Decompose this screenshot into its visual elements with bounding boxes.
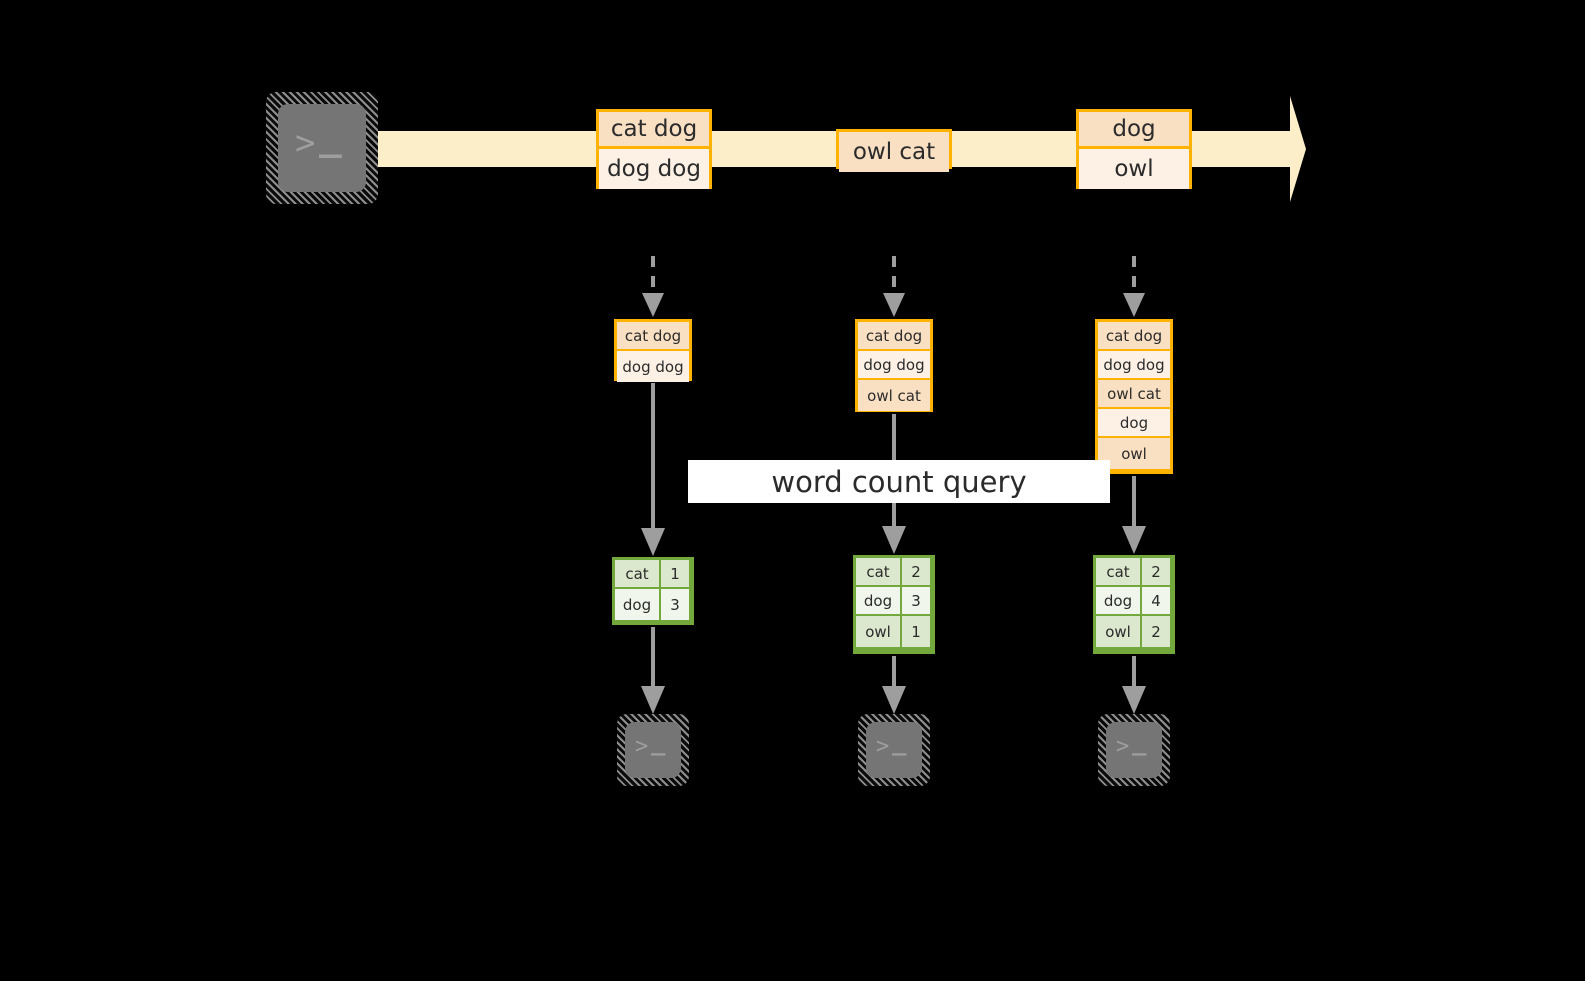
terminal-prompt-cursor-icon: _ — [651, 728, 666, 756]
result-count-cell: 3 — [661, 589, 689, 620]
snapshot-input-3-line: cat dog — [1098, 322, 1170, 351]
terminal-prompt-chevron-icon: > — [1116, 734, 1130, 759]
terminal-icon-sink-2: >_ — [858, 714, 930, 786]
terminal-screen — [278, 104, 366, 192]
query-arrow-1-shaft — [651, 383, 655, 530]
query-arrow-3-head — [1122, 526, 1146, 554]
snapshot-input-2-line: dog dog — [858, 351, 930, 380]
result-to-sink-arrow-1-head — [641, 686, 665, 714]
snapshot-input-3-line: dog dog — [1098, 351, 1170, 380]
terminal-prompt-chevron-icon: > — [876, 734, 890, 759]
snapshot-input-3-line: owl cat — [1098, 380, 1170, 409]
result-to-sink-arrow-3-shaft — [1132, 656, 1136, 688]
stream-to-snapshot-arrow-2-head — [883, 293, 905, 317]
snapshot-input-3-line: owl — [1098, 438, 1170, 469]
result-count-cell: 1 — [902, 616, 930, 647]
terminal-prompt-cursor-icon: _ — [892, 728, 907, 756]
stream-event-3-line: dog — [1079, 112, 1189, 149]
stream-timeline-arrowhead — [1290, 96, 1306, 202]
result-to-sink-arrow-2-shaft — [892, 656, 896, 688]
stream-to-snapshot-arrow-1-head — [642, 293, 664, 317]
snapshot-input-1-line: cat dog — [617, 322, 689, 351]
terminal-prompt-chevron-icon: > — [635, 734, 649, 759]
query-arrow-3-shaft — [1132, 476, 1136, 528]
stream-to-snapshot-arrow-3-head — [1123, 293, 1145, 317]
stream-event-1-line: cat dog — [599, 112, 709, 149]
terminal-screen — [1106, 722, 1162, 778]
query-label-band: word count query — [688, 460, 1110, 503]
result-word-cell: dog — [1096, 587, 1142, 614]
result-word-cell: cat — [1096, 558, 1142, 585]
result-word-cell: dog — [615, 589, 661, 620]
stream-event-1-line: dog dog — [599, 149, 709, 189]
terminal-icon-source: >_ — [266, 92, 378, 204]
terminal-prompt-chevron-icon: > — [295, 123, 316, 163]
result-word-cell: owl — [1096, 616, 1142, 647]
stream-event-3-line: owl — [1079, 149, 1189, 189]
snapshot-input-2-line: cat dog — [858, 322, 930, 351]
result-count-cell: 2 — [1142, 616, 1170, 647]
snapshot-input-2-line: owl cat — [858, 380, 930, 411]
stream-to-snapshot-arrow-2-shaft — [892, 256, 896, 295]
query-arrow-2-head — [882, 526, 906, 554]
query-arrow-1-head — [641, 528, 665, 556]
result-word-cell: cat — [856, 558, 902, 585]
terminal-screen — [866, 722, 922, 778]
result-count-cell: 1 — [661, 560, 689, 587]
terminal-icon-sink-1: >_ — [617, 714, 689, 786]
stream-event-2[interactable]: owl cat — [836, 129, 952, 172]
terminal-prompt-cursor-icon: _ — [1132, 728, 1147, 756]
result-word-cell: cat — [615, 560, 661, 587]
result-count-cell: 2 — [902, 558, 930, 585]
result-word-cell: dog — [856, 587, 902, 614]
result-count-cell: 4 — [1142, 587, 1170, 614]
stream-to-snapshot-arrow-3-shaft — [1132, 256, 1136, 295]
result-to-sink-arrow-1-shaft — [651, 627, 655, 688]
snapshot-input-1-line: dog dog — [617, 351, 689, 382]
result-word-cell: owl — [856, 616, 902, 647]
terminal-icon-sink-3: >_ — [1098, 714, 1170, 786]
result-to-sink-arrow-3-head — [1122, 686, 1146, 714]
terminal-prompt-cursor-icon: _ — [319, 114, 342, 158]
result-to-sink-arrow-2-head — [882, 686, 906, 714]
snapshot-input-3-line: dog — [1098, 409, 1170, 438]
result-count-cell: 3 — [902, 587, 930, 614]
stream-event-2-line: owl cat — [839, 132, 949, 172]
stream-to-snapshot-arrow-1-shaft — [651, 256, 655, 295]
terminal-screen — [625, 722, 681, 778]
result-count-cell: 2 — [1142, 558, 1170, 585]
